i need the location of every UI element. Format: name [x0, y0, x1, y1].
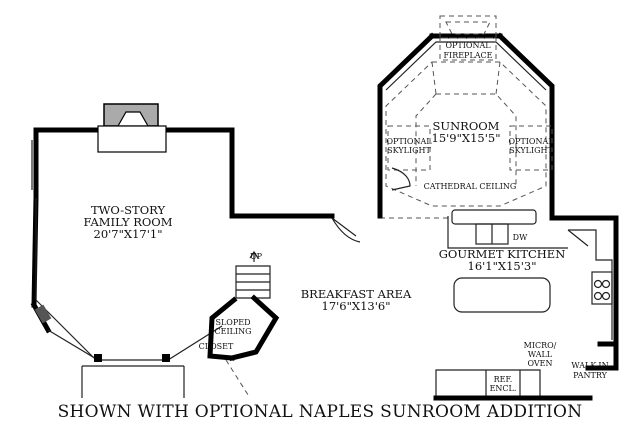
- column-left: [94, 354, 102, 362]
- fireplace-label-1: OPTIONAL: [445, 41, 491, 50]
- ref-encl-2: ENCL.: [490, 384, 517, 393]
- skylight-left-1: OPTIONAL: [386, 137, 432, 146]
- skylight-right-2: SKYLIGHT: [509, 146, 553, 155]
- dw-label: DW: [513, 233, 528, 242]
- breakfast-walls: [327, 213, 448, 243]
- stair-closet: [207, 250, 280, 399]
- sunroom: [377, 15, 555, 221]
- cathedral-ceiling-label: CATHEDRAL CEILING: [424, 182, 517, 191]
- kitchen-dims: 16'1"X15'3": [468, 259, 537, 273]
- fireplace-label-2: FIREPLACE: [443, 51, 492, 60]
- family-room-name-1: TWO-STORY: [91, 203, 166, 217]
- kitchen: [433, 209, 619, 401]
- kitchen-name: GOURMET KITCHEN: [439, 247, 566, 261]
- labels: TWO-STORY FAMILY ROOM 20'7"X17'1" SUNROO…: [83, 41, 608, 393]
- family-room-walls: [30, 127, 333, 398]
- family-room-dims: 20'7"X17'1": [94, 227, 163, 241]
- plan-caption: SHOWN WITH OPTIONAL NAPLES SUNROOM ADDIT…: [57, 402, 583, 422]
- fireplace: [97, 103, 167, 153]
- micro-oven-3: OVEN: [527, 359, 552, 368]
- breakfast-dims: 17'6"X13'6": [322, 299, 391, 313]
- micro-oven-1: MICRO/: [524, 341, 557, 350]
- ref-encl-1: REF.: [494, 375, 513, 384]
- skylight-right-1: OPTIONAL: [508, 137, 554, 146]
- skylight-left-2: SKYLIGHT: [387, 146, 431, 155]
- pantry-1: WALK-IN: [571, 361, 608, 370]
- column-right: [162, 354, 170, 362]
- corner-block: [34, 304, 52, 324]
- sloped-ceiling-2: CEILING: [215, 327, 252, 336]
- breakfast-name: BREAKFAST AREA: [301, 287, 412, 301]
- kitchen-island: [453, 277, 551, 313]
- pantry-2: PANTRY: [573, 371, 608, 380]
- closet-label: CLOSET: [199, 342, 234, 351]
- micro-oven-2: WALL: [528, 350, 553, 359]
- sloped-ceiling-1: SLOPED: [216, 318, 251, 327]
- up-label: UP: [250, 252, 263, 261]
- family-room-name-2: FAMILY ROOM: [83, 215, 172, 229]
- sunroom-dims: 15'9"X15'5": [432, 131, 501, 145]
- sunroom-name: SUNROOM: [433, 119, 500, 133]
